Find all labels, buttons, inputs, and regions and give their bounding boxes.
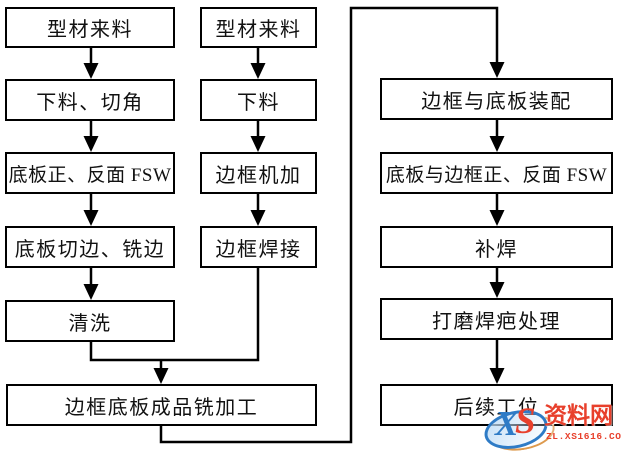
- connector-loop: [159, 6, 499, 444]
- flow-node-frame-welding: 边框焊接: [200, 226, 317, 268]
- flow-node-cleaning: 清洗: [5, 300, 175, 342]
- arrowhead: [250, 210, 266, 226]
- arrowhead: [489, 210, 505, 226]
- flow-node-blanking: 下料: [200, 79, 317, 121]
- flow-node-profile-material-mid: 型材来料: [200, 7, 317, 48]
- arrowhead: [83, 63, 99, 79]
- arrowhead: [153, 368, 169, 384]
- flow-node-frame-machining: 边框机加: [200, 152, 317, 194]
- connector-cleaning-to-merge: [89, 342, 161, 362]
- connector-welding-to-merge: [161, 268, 260, 362]
- arrowhead: [83, 210, 99, 226]
- flow-node-weld-scar-grinding: 打磨焊疤处理: [380, 298, 613, 340]
- arrowhead: [250, 63, 266, 79]
- arrowhead: [489, 368, 505, 384]
- flow-node-baseplate-frame-fsw: 底板与边框正、反面 FSW: [380, 152, 613, 194]
- flow-node-frame-baseplate-assembly: 边框与底板装配: [380, 78, 613, 120]
- arrowhead: [489, 62, 505, 78]
- flow-node-subsequent-station: 后续工位: [380, 384, 613, 426]
- arrowhead: [489, 136, 505, 152]
- flow-node-frame-baseplate-finish-milling: 边框底板成品铣加工: [6, 384, 317, 426]
- arrowhead: [250, 136, 266, 152]
- arrowhead: [83, 136, 99, 152]
- arrowhead: [83, 284, 99, 300]
- flow-node-repair-welding: 补焊: [380, 226, 613, 268]
- arrowhead: [489, 282, 505, 298]
- flow-node-profile-material-left: 型材来料: [5, 7, 175, 48]
- watermark-site-url: ZL.XS1616.COM: [546, 431, 622, 442]
- flow-node-blanking-corner-cut: 下料、切角: [5, 79, 175, 121]
- flow-node-baseplate-fsw: 底板正、反面 FSW: [5, 152, 175, 194]
- flow-node-baseplate-trim-mill: 底板切边、铣边: [5, 226, 175, 268]
